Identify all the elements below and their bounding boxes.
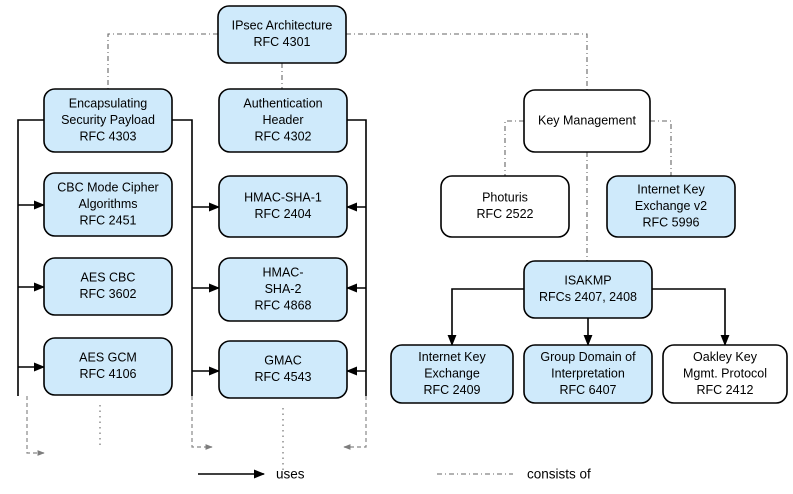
node-box-hmac-sha-2[interactable] [218,257,348,322]
node-label-internet-key-exchange-line-0: Internet Key [418,350,486,364]
node-label-oakley-key-mgmt-protocol-line-1: Mgmt. Protocol [683,366,767,380]
edge-isakmp-to-ike [447,288,524,347]
node-aes-cbc[interactable]: AES CBC RFC 3602 [43,257,173,316]
node-label-cbc-mode-cipher-algorithms-line-0: CBC Mode Cipher [57,180,158,194]
node-label-hmac-sha-2-line-2: RFC 4868 [255,298,312,312]
node-label-internet-key-exchange-v2-line-2: RFC 5996 [643,215,700,229]
node-label-photuris-line-1: RFC 2522 [477,207,534,221]
node-label-cbc-mode-cipher-algorithms-line-2: RFC 2451 [80,213,137,227]
legend-consists-of-label: consists of [527,467,591,482]
node-label-encapsulating-security-payload-line-0: Encapsulating [69,96,148,110]
node-label-internet-key-exchange-v2-line-1: Exchange v2 [635,199,707,213]
node-label-hmac-sha-2-line-0: HMAC- [263,265,304,279]
node-label-key-management-line-0: Key Management [538,113,637,127]
edge-architecture-to-key-management [346,33,588,90]
edge-architecture-to-esp [107,33,218,89]
node-box-photuris[interactable] [440,175,570,238]
node-isakmp[interactable]: ISAKMP RFCs 2407, 2408 [523,260,653,319]
node-box-internet-key-exchange-v2[interactable] [606,175,736,238]
node-label-isakmp-line-1: RFCs 2407, 2408 [539,290,637,304]
node-key-management[interactable]: Key Management [523,89,651,153]
edge-esp-trailing-stub [26,396,45,456]
node-label-oakley-key-mgmt-protocol-line-0: Oakley Key [693,350,758,364]
legend-uses-label: uses [276,467,305,482]
node-label-hmac-sha-1-line-1: RFC 2404 [255,207,312,221]
node-label-encapsulating-security-payload-line-2: RFC 4303 [80,129,137,143]
node-label-hmac-sha-1-line-0: HMAC-SHA-1 [244,191,322,205]
node-box-group-domain-of-interpretation[interactable] [523,344,653,404]
node-box-aes-gcm[interactable] [43,337,173,396]
node-box-gmac[interactable] [218,340,348,399]
node-aes-gcm[interactable]: AES GCM RFC 4106 [43,337,173,396]
edge-ah-right-trailing-stub [343,396,367,450]
edge-key-management-to-ikev2 [650,120,672,176]
node-box-authentication-header[interactable] [218,88,348,153]
node-label-gmac-line-1: RFC 4543 [255,370,312,384]
node-label-aes-cbc-line-0: AES CBC [81,271,136,285]
node-box-isakmp[interactable] [523,260,653,319]
edge-esp-right-rail [172,119,193,396]
node-box-key-management[interactable] [523,89,651,153]
node-label-authentication-header-line-1: Header [263,113,304,127]
node-label-aes-gcm-line-0: AES GCM [79,351,137,365]
consists-of-trailing-edges [26,396,367,470]
edge-isakmp-to-oakley [652,288,730,347]
node-gmac[interactable]: GMAC RFC 4543 [218,340,348,399]
node-label-authentication-header-line-2: RFC 4302 [255,129,312,143]
edge-ah-left-trailing-stub [191,396,213,450]
node-label-aes-gcm-line-1: RFC 4106 [80,367,137,381]
node-box-cbc-mode-cipher-algorithms[interactable] [43,172,173,237]
node-label-oakley-key-mgmt-protocol-line-2: RFC 2412 [697,383,754,397]
edge-ah-right-rail [347,119,367,396]
node-box-encapsulating-security-payload[interactable] [43,88,173,153]
node-label-photuris-line-0: Photuris [482,191,528,205]
node-box-ipsec-architecture[interactable] [217,5,347,64]
node-label-gmac-line-0: GMAC [264,354,302,368]
node-label-group-domain-of-interpretation-line-2: RFC 6407 [560,383,617,397]
node-label-aes-cbc-line-1: RFC 3602 [80,287,137,301]
node-label-internet-key-exchange-line-1: Exchange [424,366,480,380]
node-label-group-domain-of-interpretation-line-0: Group Domain of [540,350,636,364]
node-label-ipsec-architecture-line-1: RFC 4301 [254,35,311,49]
node-label-internet-key-exchange-v2-line-0: Internet Key [637,182,705,196]
node-label-cbc-mode-cipher-algorithms-line-1: Algorithms [78,197,137,211]
node-box-aes-cbc[interactable] [43,257,173,316]
node-box-oakley-key-mgmt-protocol[interactable] [662,344,788,404]
consists-of-edges [107,33,672,261]
edge-key-management-to-photuris [504,120,524,176]
node-label-internet-key-exchange-line-2: RFC 2409 [424,383,481,397]
node-box-hmac-sha-1[interactable] [218,175,348,238]
node-label-ipsec-architecture-line-0: IPsec Architecture [232,19,333,33]
legend: uses consists of [198,467,591,482]
node-label-hmac-sha-2-line-1: SHA-2 [265,282,302,296]
node-label-group-domain-of-interpretation-line-1: Interpretation [551,366,625,380]
uses-edges [17,119,730,396]
node-label-authentication-header-line-0: Authentication [243,96,322,110]
edge-esp-left-rail [17,119,44,396]
node-label-encapsulating-security-payload-line-1: Security Payload [61,113,155,127]
node-box-internet-key-exchange[interactable] [390,344,514,404]
node-label-isakmp-line-0: ISAKMP [564,274,611,288]
